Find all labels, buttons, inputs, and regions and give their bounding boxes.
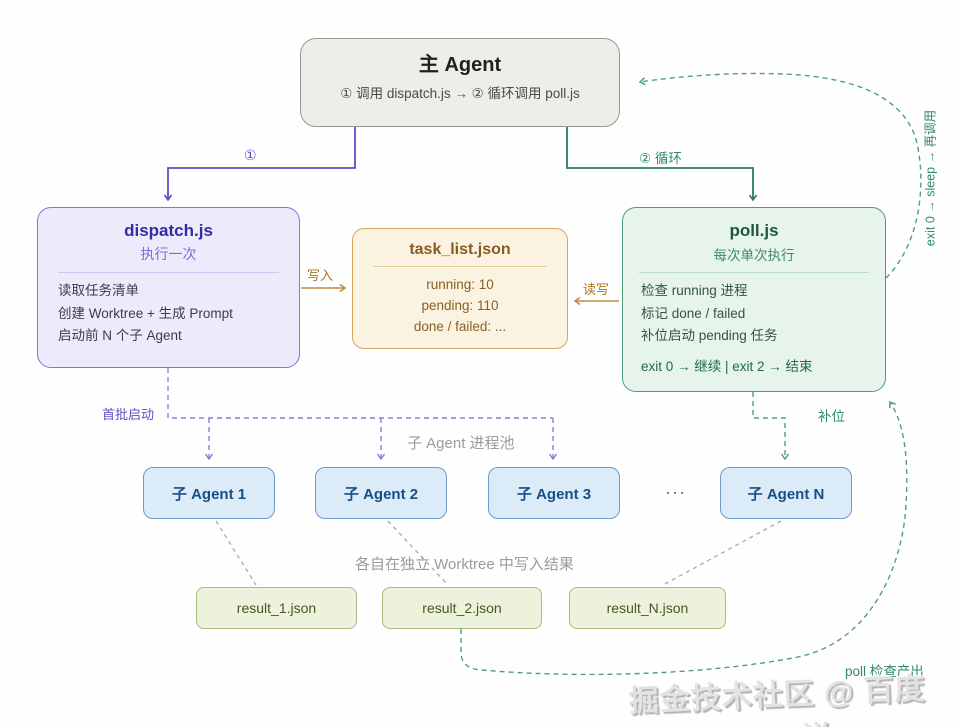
worktree-note-label: 各自在独立 Worktree 中写入结果 <box>355 556 574 573</box>
result-1-node[interactable]: result_1.json <box>196 587 357 629</box>
poll-check-output-label: poll 检查产出 <box>845 664 924 679</box>
write-edge-label: 写入 <box>307 268 334 283</box>
task-list-node[interactable]: task_list.json running: 10 pending: 110 … <box>352 228 568 349</box>
result-n-label: result_N.json <box>606 600 689 616</box>
dispatch-divider <box>58 272 279 273</box>
step2-loop-edge-label: ② 循环 <box>639 151 682 166</box>
backfill-label: 补位 <box>818 409 845 424</box>
edge-firstbatch-trunk <box>167 368 553 419</box>
child-agent-3-label: 子 Agent 3 <box>516 485 592 503</box>
child-agent-n[interactable]: 子 Agent N <box>720 467 852 519</box>
result-2-node[interactable]: result_2.json <box>382 587 542 629</box>
task-list-divider <box>373 266 547 267</box>
edge-main-to-dispatch <box>163 127 356 202</box>
edge-main-to-poll <box>566 127 758 202</box>
poll-line-1: 检查 running 进程 <box>641 283 748 298</box>
task-list-title: task_list.json <box>409 241 511 258</box>
first-batch-label: 首批启动 <box>102 407 155 422</box>
child-agent-n-label: 子 Agent N <box>747 485 825 503</box>
child-agent-1-label: 子 Agent 1 <box>171 485 247 503</box>
edge-a1-result1 <box>215 520 257 586</box>
readwrite-edge-label: 读写 <box>583 282 610 297</box>
task-list-line-3: done / failed: ... <box>413 319 507 334</box>
child-agent-2-label: 子 Agent 2 <box>343 485 419 503</box>
poll-node[interactable]: poll.js 每次单次执行 检查 running 进程 标记 done / f… <box>622 207 886 392</box>
edge-poll-check-output <box>460 400 908 676</box>
poll-subtitle: 每次单次执行 <box>713 248 795 263</box>
agent-pool-label: 子 Agent 进程池 <box>407 435 515 452</box>
task-list-line-2: pending: 110 <box>421 298 499 313</box>
dispatch-line-3: 启动前 N 个子 Agent <box>58 328 182 343</box>
result-1-label: result_1.json <box>236 600 317 616</box>
result-n-node[interactable]: result_N.json <box>569 587 726 629</box>
main-agent-node[interactable]: 主 Agent ① 调用 dispatch.js → ② 循环调用 poll.j… <box>300 38 620 127</box>
task-list-line-1: running: 10 <box>426 277 494 292</box>
edge-aN-resultN <box>662 520 782 586</box>
child-agent-2[interactable]: 子 Agent 2 <box>315 467 447 519</box>
poll-exit-line: exit 0 → 继续 | exit 2 → 结束 <box>641 358 813 374</box>
poll-line-3: 补位启动 pending 任务 <box>641 328 778 343</box>
dispatch-subtitle: 执行一次 <box>140 246 197 262</box>
child-agent-1[interactable]: 子 Agent 1 <box>143 467 275 519</box>
poll-line-2: 标记 done / failed <box>641 305 746 321</box>
dispatch-title: dispatch.js <box>124 221 213 240</box>
resume-loop-label: exit 0 → sleep → 再调用 <box>923 109 938 247</box>
dispatch-line-2: 创建 Worktree + 生成 Prompt <box>58 305 233 321</box>
poll-title: poll.js <box>729 221 779 240</box>
main-agent-title: 主 Agent <box>418 54 502 76</box>
step1-edge-label: ① <box>244 147 257 163</box>
result-2-label: result_2.json <box>422 600 502 616</box>
child-agent-3[interactable]: 子 Agent 3 <box>488 467 620 519</box>
edge-backfill <box>752 392 790 461</box>
poll-divider <box>639 272 869 273</box>
agents-ellipsis: ... <box>665 478 687 498</box>
edge-a2-result2 <box>387 520 449 586</box>
dispatch-node[interactable]: dispatch.js 执行一次 读取任务清单 创建 Worktree + 生成… <box>37 207 300 368</box>
dispatch-line-1: 读取任务清单 <box>58 283 139 298</box>
main-agent-subtitle: ① 调用 dispatch.js → ② 循环调用 poll.js <box>340 86 580 101</box>
